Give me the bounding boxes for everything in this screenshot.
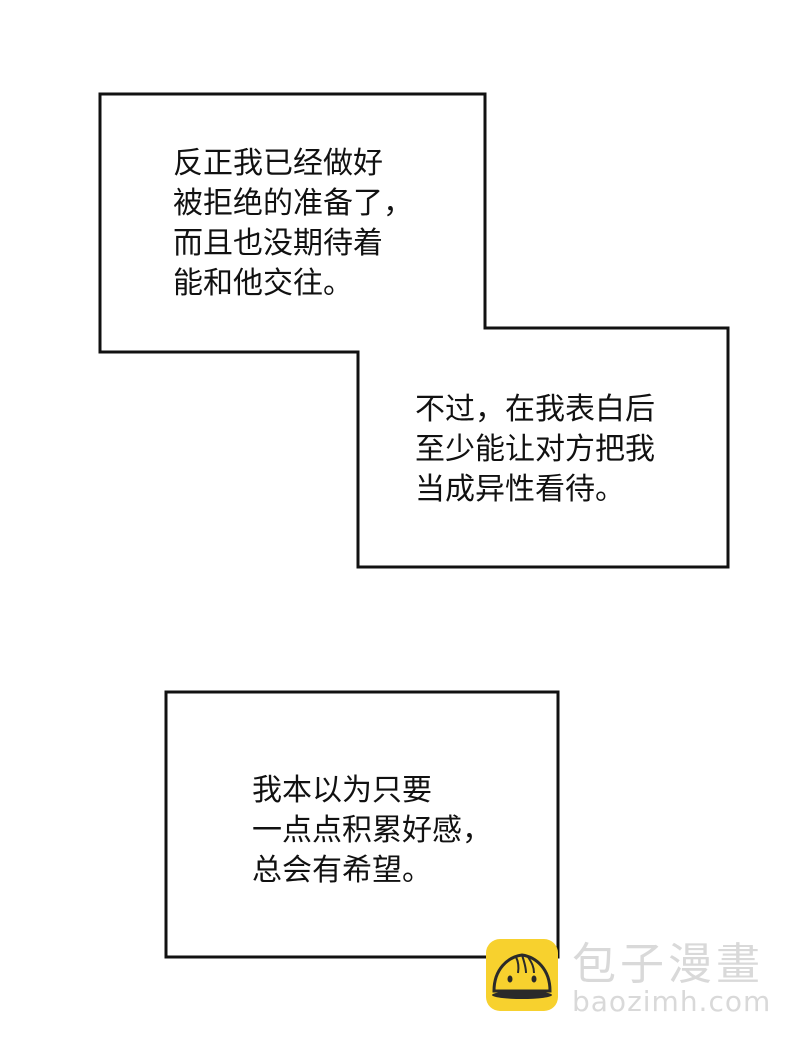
steamed-bun-icon — [486, 939, 558, 1011]
caption-line: 当成异性看待。 — [415, 472, 625, 507]
watermark-title: 包子漫畫 — [572, 939, 764, 990]
watermark: 包子漫畫 baozimh.com — [486, 939, 786, 1019]
caption-text-2: 不过，在我表白后 至少能让对方把我 当成异性看待。 — [415, 390, 655, 510]
caption-line: 被拒绝的准备了， — [173, 186, 413, 221]
step-caption-box — [98, 92, 730, 569]
caption-line: 反正我已经做好 — [173, 146, 383, 181]
caption-line: 至少能让对方把我 — [415, 432, 655, 467]
caption-line: 能和他交往。 — [173, 266, 353, 301]
caption-line: 总会有希望。 — [252, 853, 432, 888]
watermark-url: baozimh.com — [572, 985, 772, 1018]
caption-line: 而且也没期待着 — [173, 226, 383, 261]
caption-line: 不过，在我表白后 — [415, 392, 655, 427]
caption-text-1: 反正我已经做好 被拒绝的准备了， 而且也没期待着 能和他交往。 — [173, 144, 413, 304]
caption-line: 我本以为只要 — [252, 773, 432, 808]
caption-box-2 — [164, 690, 560, 959]
caption-line: 一点点积累好感， — [252, 813, 492, 848]
caption-text-3: 我本以为只要 一点点积累好感， 总会有希望。 — [252, 771, 492, 891]
